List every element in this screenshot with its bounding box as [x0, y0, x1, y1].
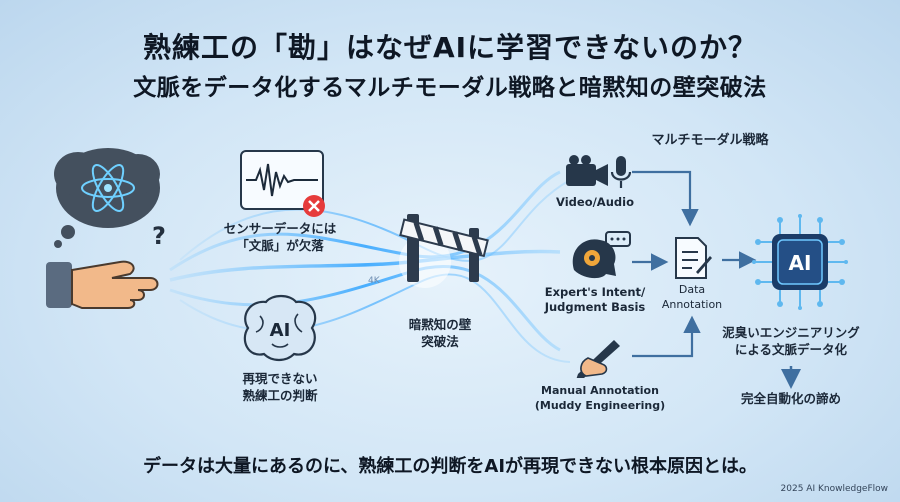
intent-label: Expert's Intent/ Judgment Basis — [544, 285, 646, 314]
ai-brain-label: AI — [270, 320, 291, 341]
manual-label: Manual Annotation (Muddy Engineering) — [534, 384, 666, 412]
arrow — [632, 315, 701, 358]
thought-bubble-icon: ? — [54, 148, 166, 250]
flow-stream — [169, 249, 561, 282]
microphone-icon — [610, 156, 632, 188]
barrier-icon — [399, 214, 489, 282]
atom-icon — [81, 164, 135, 212]
sensor-caption: センサーデータには 「文脈」が欠落 — [223, 221, 337, 253]
waveform-icon — [246, 163, 318, 197]
document-edit-icon — [675, 237, 712, 279]
barrier-caption: 暗黙知の壁 突破法 — [408, 317, 472, 349]
engineering-caption: 泥臭いエンジニアリング による文脈データ化 — [722, 325, 860, 357]
footer-statement: データは大量にあるのに、熟練工の判断をAIが再現できない根本原因とは。 — [142, 456, 758, 477]
ai-brain-icon: AI — [243, 294, 317, 362]
video-audio-icon — [566, 155, 632, 188]
ai-caption: 再現できない 熟練工の判断 — [242, 371, 318, 403]
svg-text:?: ? — [152, 222, 166, 250]
hand-icon — [46, 260, 159, 309]
ai-chip-label: AI — [789, 251, 812, 275]
flow-tag: 4K — [368, 276, 380, 286]
subtitle: 文脈をデータ化するマルチモーダル戦略と暗黙知の壁突破法 — [133, 75, 767, 101]
automation-caption: 完全自動化の諦め — [740, 391, 841, 406]
ai-chip-icon: AI — [752, 214, 848, 310]
error-icon — [303, 195, 325, 217]
sensor-card — [240, 150, 324, 210]
multimodal-title: マルチモーダル戦略 — [651, 133, 769, 148]
gear-icon — [584, 250, 600, 266]
camera-icon — [566, 155, 608, 186]
arrow — [632, 170, 699, 227]
video-label: Video/Audio — [556, 195, 634, 209]
expert-intent-icon — [572, 231, 631, 279]
pen-hand-icon — [576, 340, 620, 378]
data-label: Data Annotation — [661, 283, 723, 311]
main-title: 熟練工の「勘」はなぜAIに学習できないのか？ — [142, 31, 758, 64]
speech-bubble-icon — [605, 231, 631, 247]
credit: 2025 AI KnowledgeFlow — [780, 484, 888, 494]
